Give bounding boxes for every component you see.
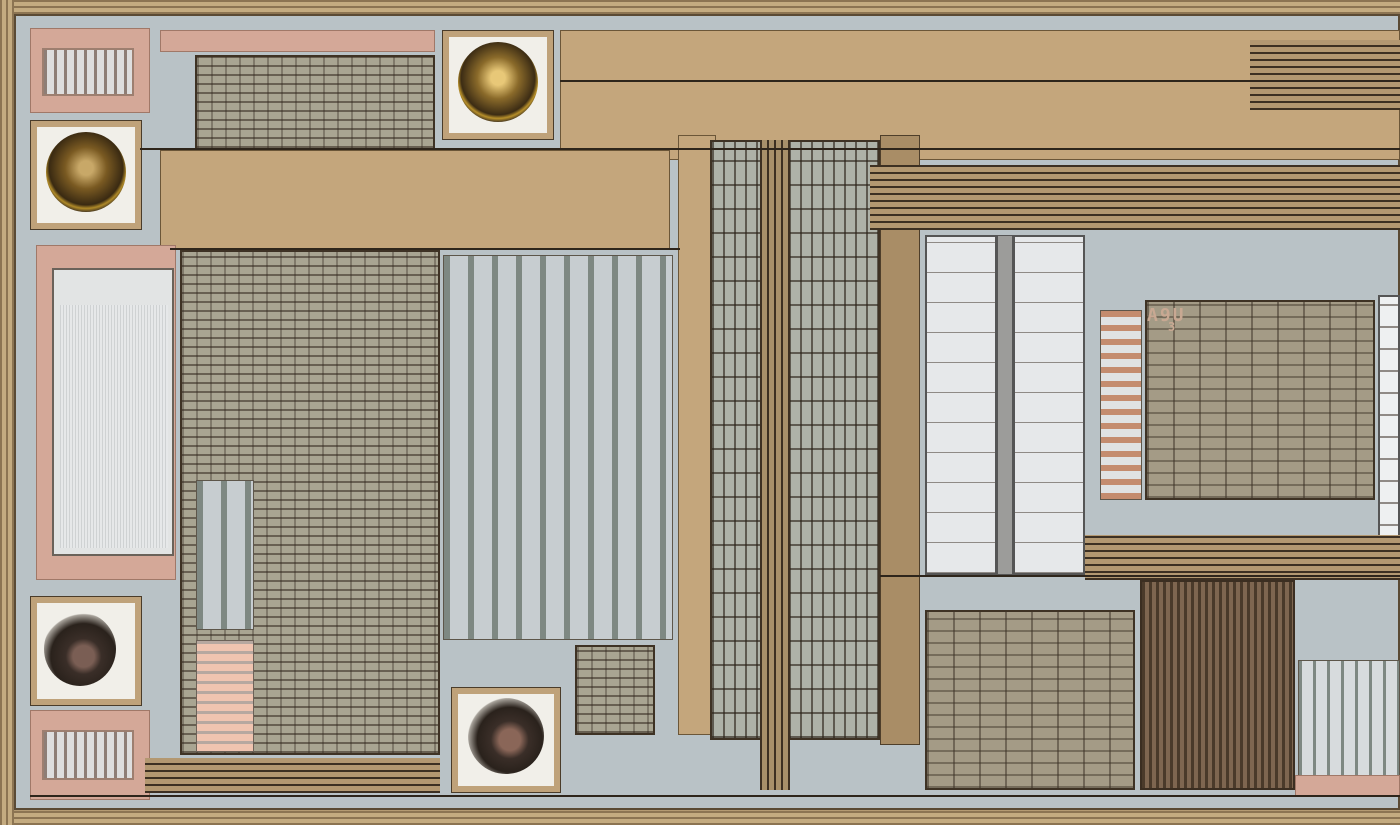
- left-metal-strip: [160, 150, 670, 250]
- output-driver-stack: [1100, 310, 1142, 500]
- logic-block-bottom-mid: [575, 645, 655, 735]
- resistor-ladder: [196, 640, 254, 752]
- logic-block-right: [1145, 300, 1375, 500]
- register-right-rail: [880, 135, 920, 745]
- lifted-bond-icon: [468, 698, 544, 774]
- dense-metal-block: [1140, 580, 1295, 790]
- diffusion-guard-ring: [160, 30, 435, 52]
- plate-texture: [60, 305, 168, 548]
- esd-comb-top: [42, 48, 134, 96]
- layer-marking: A9U: [1147, 305, 1186, 326]
- die-edge-top: [0, 0, 1400, 14]
- capacitor-right-edge: [1378, 295, 1400, 550]
- power-transistor-array: [443, 255, 673, 640]
- register-vertical-bus: [760, 140, 790, 790]
- mid-horizontal-bus: [870, 165, 1400, 230]
- esd-comb-bottom: [42, 730, 134, 780]
- register-array-frame: [678, 135, 716, 735]
- register-array: [710, 140, 880, 740]
- interconnect-wire: [30, 795, 1400, 797]
- lifted-bond-icon: [44, 612, 116, 686]
- die-edge-left: [0, 0, 14, 825]
- capacitor-block-a: [925, 235, 997, 575]
- memory-cell-block: [925, 610, 1135, 790]
- bond-ball-gold-icon: [46, 132, 126, 212]
- layer-marking-sub: 3: [1168, 320, 1178, 334]
- bond-ball-gold-icon: [458, 42, 538, 122]
- bottom-right-transistors: [1298, 660, 1400, 790]
- interconnect-wire: [880, 575, 1400, 577]
- interconnect-wire: [140, 148, 1400, 150]
- capacitor-divider: [997, 235, 1013, 575]
- interconnect-wire: [560, 80, 1400, 82]
- top-right-bus: [1250, 40, 1400, 110]
- capacitor-block-b: [1013, 235, 1085, 575]
- logic-block-top-left: [195, 55, 435, 150]
- die-edge-bottom: [0, 811, 1400, 825]
- right-horizontal-bus: [1085, 535, 1400, 580]
- diffusion-bottom-right: [1295, 775, 1400, 797]
- bottom-left-bus: [145, 758, 440, 793]
- interconnect-wire: [170, 248, 680, 250]
- transistor-stack-left: [196, 480, 254, 630]
